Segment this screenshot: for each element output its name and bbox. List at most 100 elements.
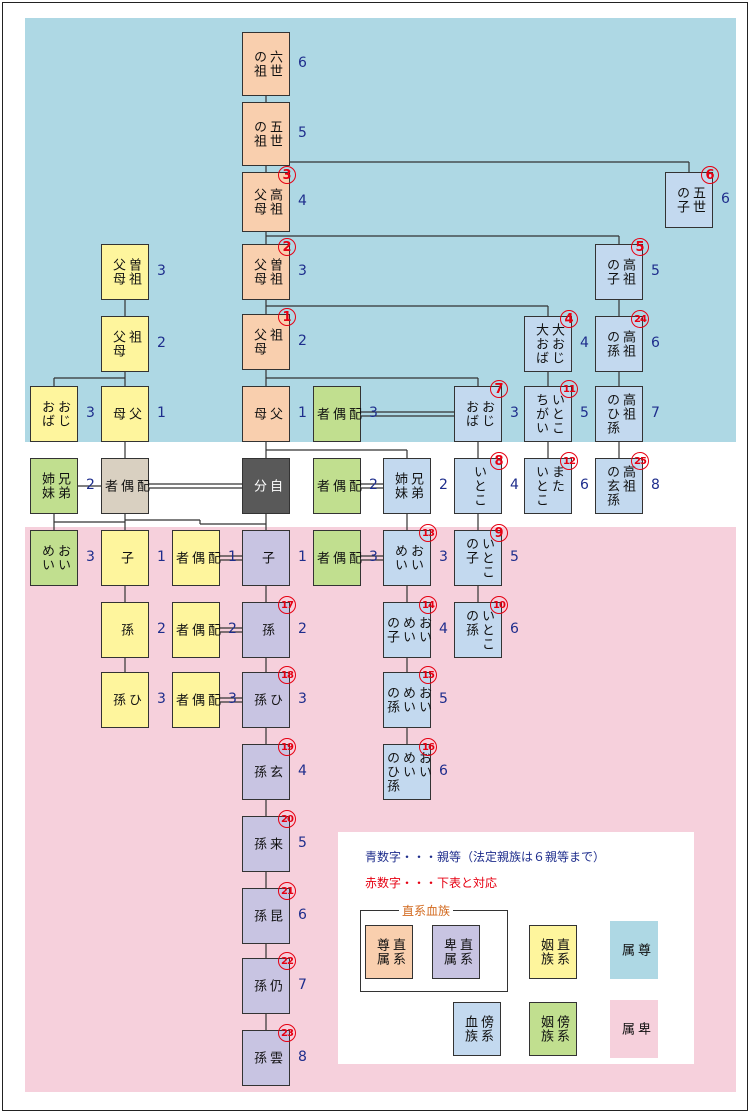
box-label: 高祖 の子 [604,258,635,286]
box-label: 配 偶 者 [173,551,220,565]
degree-number: 5 [651,263,660,279]
reference-marker: 7 [490,380,508,398]
box-label: 孫 [259,623,274,637]
degree-number: 6 [580,477,589,493]
box-label: 高祖 父母 [251,188,282,216]
box-label: 五世 の祖 [251,120,282,148]
box-label: 大おじ 大おば [533,323,564,365]
box-label: 高祖 のひ孫 [604,393,635,435]
degree-number: 1 [157,405,166,421]
reference-marker: 10 [490,596,508,614]
box-label: 曽祖 父母 [110,258,141,286]
box-label: 兄弟 姉妹 [392,472,423,500]
box-label: 祖 父母 [110,330,141,358]
reference-marker: 24 [631,310,649,328]
box-step-himago: ひ 孫 [101,672,149,728]
box-kyoudai: 兄弟 姉妹 [383,458,431,514]
degree-number: 6 [298,55,307,71]
box-inlaw-fubo: 父 母 [101,386,149,442]
degree-number: 1 [298,405,307,421]
box-label: 玄 孫 [251,765,282,779]
legend-swatch-label: 傍系 姻族 [538,1015,569,1043]
degree-number: 3 [228,691,237,707]
box-label: いとこ の子 [463,537,494,579]
box-label: 雲 孫 [251,1051,282,1065]
legend-swatch-sonzoku: 直系 尊属 [365,925,413,979]
box-label: おい めい [392,544,423,572]
legend-swatch-region-hi: 卑 属 [610,1000,658,1058]
degree-number: 3 [439,549,448,565]
legend-swatch-inzoku-chokkei: 直系 姻族 [529,925,577,979]
degree-number: 7 [651,405,660,421]
box-oimei-spouse: 配 偶 者 [313,530,361,586]
box-goseinoso: 五世 の祖 [242,102,290,166]
legend-blue-number-note: 青数字・・・親等（法定親族は６親等まで） [365,850,606,864]
box-label: いとこ [471,465,486,507]
box-label: 高祖 の玄孫 [604,465,635,507]
degree-number: 3 [298,263,307,279]
degree-number: 4 [298,193,307,209]
box-label: 父 母 [110,407,141,421]
degree-number: 6 [298,907,307,923]
box-label: 配 偶 者 [314,407,361,421]
box-label: 仍 孫 [251,979,282,993]
reference-marker: 18 [278,666,296,684]
degree-number: 2 [439,477,448,493]
legend-swatch-inzoku-bokei: 傍系 姻族 [529,1002,577,1056]
degree-number: 5 [439,691,448,707]
box-fubo: 父 母 [242,386,290,442]
box-ojioba: おじ おば [454,386,502,442]
degree-number: 5 [298,835,307,851]
box-label: 父 母 [251,407,282,421]
box-label: 兄弟 姉妹 [39,472,70,500]
box-label: ひ 孫 [110,693,141,707]
degree-number: 1 [157,549,166,565]
box-label: 子 [259,551,274,565]
reference-marker: 21 [278,882,296,900]
box-label: いとこ の孫 [463,609,494,651]
reference-marker: 5 [631,238,649,256]
degree-number: 8 [651,477,660,493]
legend-swatch-label: 直系 尊属 [374,938,405,966]
degree-number: 2 [298,621,307,637]
reference-marker: 2 [278,238,296,256]
legend-red-number-note: 赤数字・・・下表と対応 [365,876,498,890]
reference-marker: 20 [278,810,296,828]
legend-swatch-ketsuzoku-bokei: 傍系 血族 [453,1002,501,1056]
box-ko: 子 [242,530,290,586]
degree-number: 7 [298,977,307,993]
degree-number: 6 [439,763,448,779]
box-label: 自 分 [251,479,282,493]
legend-swatch-label: 直系 姻族 [538,938,569,966]
degree-number: 1 [298,549,307,565]
degree-number: 4 [439,621,448,637]
reference-marker: 6 [701,166,719,184]
box-ko-spouse: 配 偶 者 [172,530,220,586]
box-himago-spouse: 配 偶 者 [172,672,220,728]
box-label: 配 偶 者 [173,693,220,707]
reference-marker: 3 [278,166,296,184]
box-label: 配 偶 者 [173,623,220,637]
reference-marker: 25 [631,452,649,470]
reference-marker: 15 [419,666,437,684]
box-kyoudai-spouse: 配 偶 者 [313,458,361,514]
degree-number: 2 [157,335,166,351]
box-inlaw-ojioba: おじ おば [30,386,78,442]
box-label: おい めい の子 [384,616,431,644]
degree-number: 2 [157,621,166,637]
box-label: おい めい [39,544,70,572]
degree-number: 3 [86,549,95,565]
legend-panel: 青数字・・・親等（法定親族は６親等まで） 赤数字・・・下表と対応 直系血族 直系… [338,832,694,1064]
legend-swatch-label: 直系 卑属 [441,938,472,966]
box-raison: 来 孫 [242,816,290,872]
degree-number: 4 [510,477,519,493]
reference-marker: 14 [419,596,437,614]
degree-number: 5 [510,549,519,565]
box-inlaw-sousofubo: 曽祖 父母 [101,244,149,300]
reference-marker: 12 [560,452,578,470]
box-label: 祖 父母 [251,328,282,356]
reference-marker: 11 [560,380,578,398]
